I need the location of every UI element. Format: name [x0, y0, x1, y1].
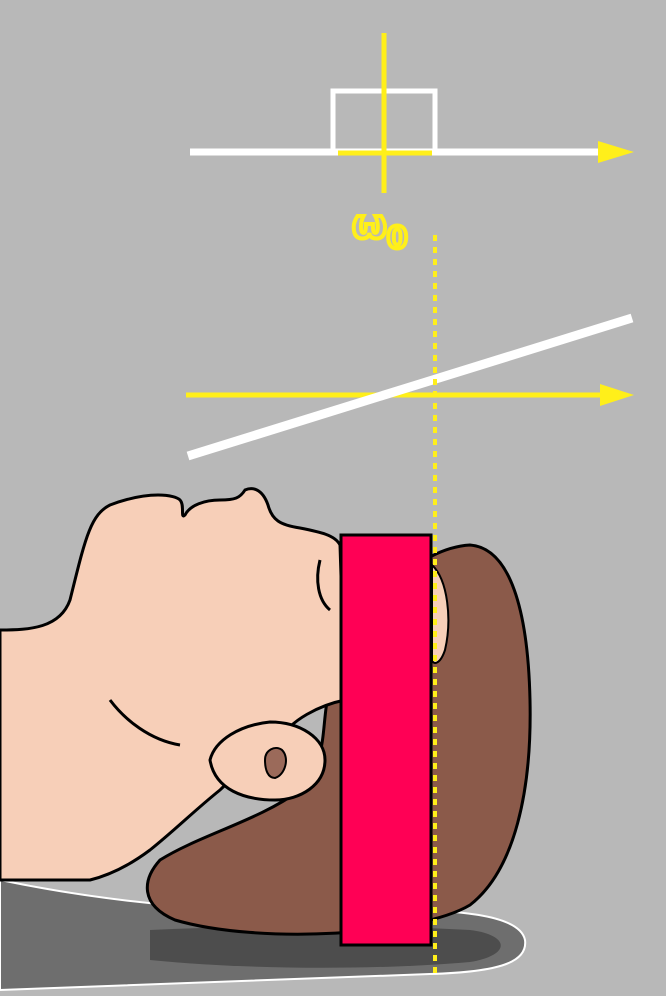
ear-inner [265, 748, 286, 778]
selected-slice-band [341, 535, 431, 945]
